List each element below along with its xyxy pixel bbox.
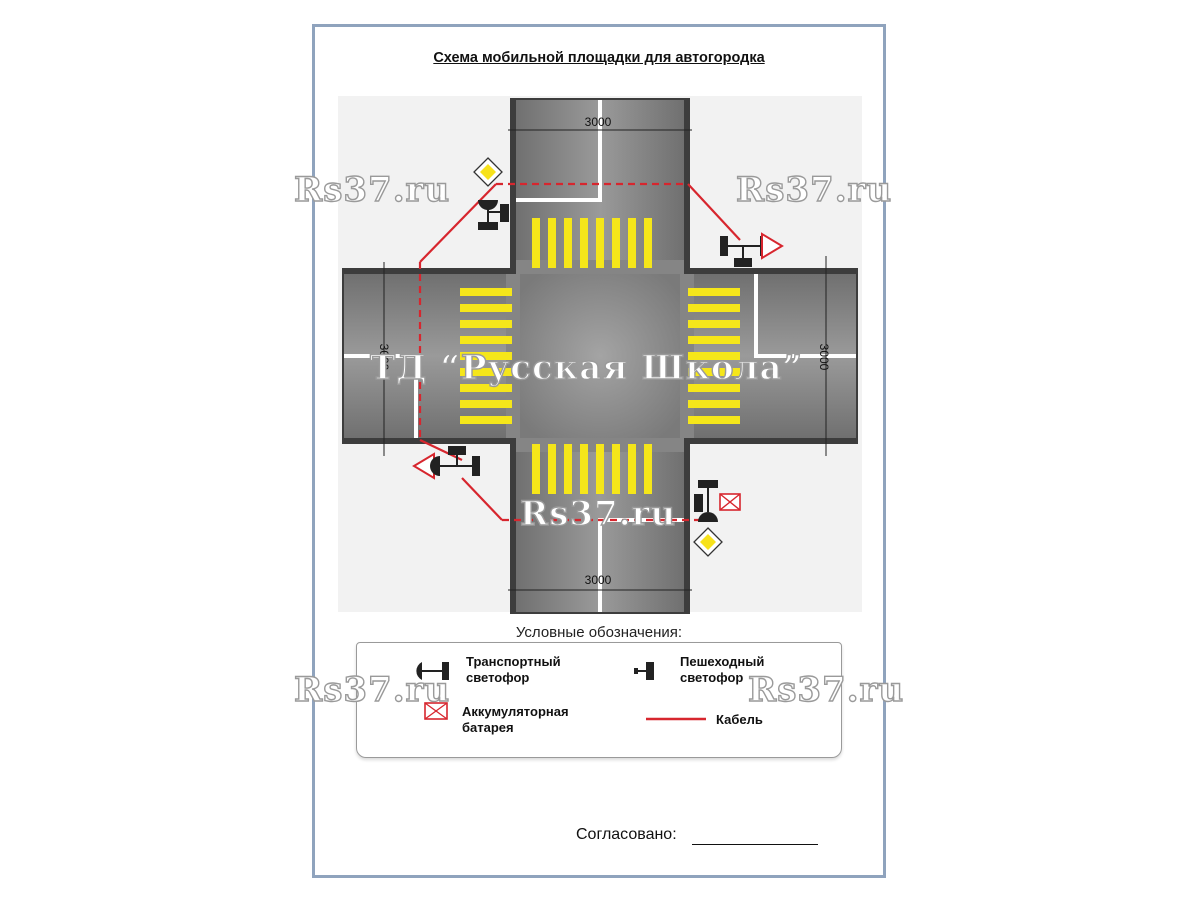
dimension-bottom: 3000 (585, 573, 612, 587)
legend-box (356, 642, 842, 758)
dimension-left: 3000 (377, 344, 391, 371)
legend-heading: Условные обозначения: (515, 624, 683, 641)
crosswalk-top (532, 218, 652, 268)
crosswalk-right (688, 288, 740, 424)
watermark-site-1: Rs37.ru (293, 169, 451, 210)
traffic-light-icon (416, 662, 449, 680)
cable-icon (646, 717, 706, 721)
dimension-top: 3000 (585, 115, 612, 129)
crosswalk-left (460, 288, 512, 424)
watermark-site-3: Rs37.ru (519, 493, 677, 534)
yield-sign-right (761, 232, 784, 260)
battery-box (719, 493, 741, 511)
watermark-site-2: Rs37.ru (735, 169, 893, 210)
priority-road-sign-top (473, 157, 503, 187)
battery-icon (424, 702, 448, 720)
watermark-site-5: Rs37.ru (747, 669, 905, 710)
cable-route (418, 182, 741, 522)
dimension-lines (383, 129, 827, 591)
crosswalk-bottom (532, 444, 652, 494)
traffic-light-bottom-left (430, 446, 480, 476)
approval-label: Согласовано: (576, 826, 677, 843)
traffic-light-top-left (478, 200, 509, 230)
priority-road-sign-bottom (693, 527, 723, 557)
scheme-title: Схема мобильной площадки для автогородка (433, 50, 765, 66)
legend-cable-label: Кабель (716, 712, 763, 727)
traffic-light-bottom-right (694, 480, 718, 522)
approval-signature-line (692, 844, 818, 845)
watermark-company: ТД “Русская Школа” (369, 347, 804, 388)
pedestrian-light-icon (634, 662, 654, 680)
dimension-right: 3000 (817, 344, 831, 371)
watermark-site-4: Rs37.ru (293, 669, 451, 710)
